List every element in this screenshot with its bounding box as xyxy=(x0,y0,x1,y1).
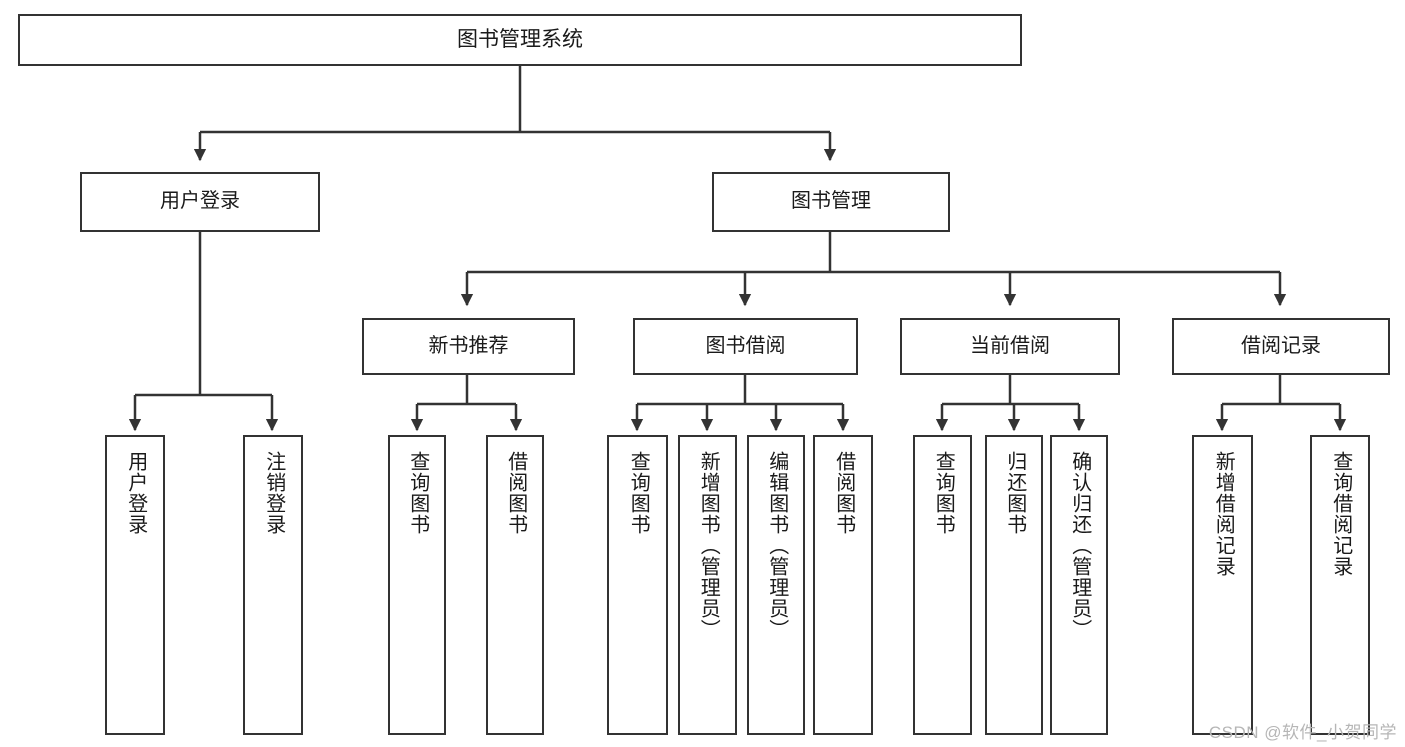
node-leaf-query-record[interactable]: 查询借阅记录 xyxy=(1310,435,1370,735)
node-leaf-borrow-book-2[interactable]: 借阅图书 xyxy=(813,435,873,735)
node-leaf-query-record-label: 查询借阅记录 xyxy=(1329,451,1352,577)
node-user-login-label: 用户登录 xyxy=(160,190,240,213)
node-new-book-rec[interactable]: 新书推荐 xyxy=(362,318,575,375)
node-user-login[interactable]: 用户登录 xyxy=(80,172,320,232)
node-leaf-add-record-label: 新增借阅记录 xyxy=(1212,451,1235,577)
node-leaf-query-book-2[interactable]: 查询图书 xyxy=(607,435,668,735)
node-leaf-user-login[interactable]: 用户登录 xyxy=(105,435,165,735)
node-book-manage[interactable]: 图书管理 xyxy=(712,172,950,232)
node-leaf-borrow-book-1[interactable]: 借阅图书 xyxy=(486,435,544,735)
node-leaf-add-book-label: 新增图书（管理员） xyxy=(697,451,720,640)
node-leaf-edit-book-label: 编辑图书（管理员） xyxy=(765,451,788,640)
node-new-book-rec-label: 新书推荐 xyxy=(428,334,509,357)
node-leaf-edit-book[interactable]: 编辑图书（管理员） xyxy=(747,435,805,735)
node-leaf-return-book-label: 归还图书 xyxy=(1003,451,1026,535)
node-leaf-user-logout[interactable]: 注销登录 xyxy=(243,435,303,735)
node-leaf-borrow-book-2-label: 借阅图书 xyxy=(832,451,855,535)
node-leaf-user-login-label: 用户登录 xyxy=(124,451,147,535)
node-leaf-confirm-return[interactable]: 确认归还（管理员） xyxy=(1050,435,1108,735)
node-leaf-borrow-book-1-label: 借阅图书 xyxy=(504,451,527,535)
node-borrow-record-label: 借阅记录 xyxy=(1241,334,1321,357)
node-current-borrow[interactable]: 当前借阅 xyxy=(900,318,1120,375)
node-leaf-return-book[interactable]: 归还图书 xyxy=(985,435,1043,735)
node-leaf-confirm-return-label: 确认归还（管理员） xyxy=(1068,451,1091,640)
node-current-borrow-label: 当前借阅 xyxy=(970,334,1050,357)
node-leaf-query-book-1-label: 查询图书 xyxy=(406,451,429,535)
node-leaf-add-record[interactable]: 新增借阅记录 xyxy=(1192,435,1253,735)
node-leaf-query-book-1[interactable]: 查询图书 xyxy=(388,435,446,735)
node-leaf-query-book-3[interactable]: 查询图书 xyxy=(913,435,972,735)
node-borrow-record[interactable]: 借阅记录 xyxy=(1172,318,1390,375)
node-book-borrow-label: 图书借阅 xyxy=(705,334,786,357)
node-leaf-add-book[interactable]: 新增图书（管理员） xyxy=(678,435,737,735)
node-root[interactable]: 图书管理系统 xyxy=(18,14,1022,66)
node-book-manage-label: 图书管理 xyxy=(791,190,871,213)
node-leaf-query-book-3-label: 查询图书 xyxy=(932,451,955,535)
node-leaf-user-logout-label: 注销登录 xyxy=(262,451,285,535)
node-book-borrow[interactable]: 图书借阅 xyxy=(633,318,858,375)
node-root-label: 图书管理系统 xyxy=(457,27,583,51)
node-leaf-query-book-2-label: 查询图书 xyxy=(627,451,650,535)
csdn-watermark: CSDN @软件_小贺同学 xyxy=(1208,723,1397,742)
